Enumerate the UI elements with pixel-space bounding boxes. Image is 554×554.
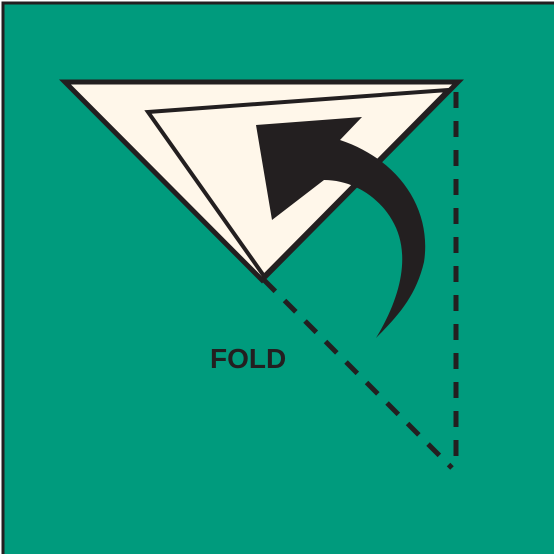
fold-label: FOLD [210,343,286,374]
